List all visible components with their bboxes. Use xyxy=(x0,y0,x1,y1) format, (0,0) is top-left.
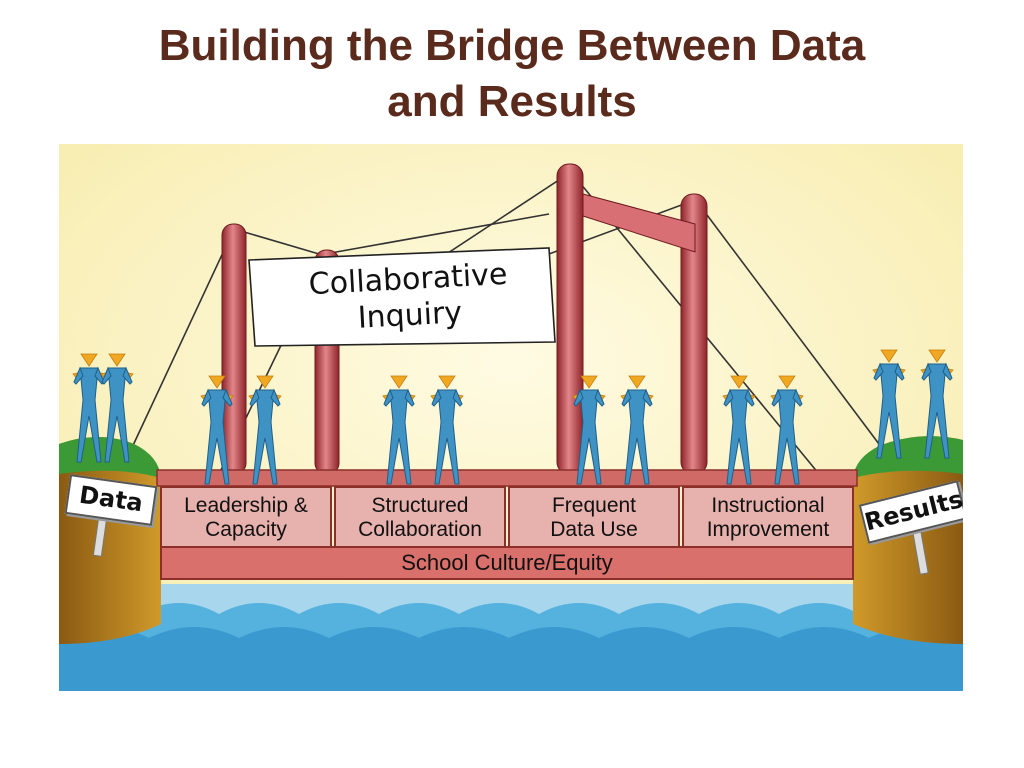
title-line-2: and Results xyxy=(387,77,637,126)
tower-1 xyxy=(221,223,247,475)
pillar-label: Capacity xyxy=(205,518,287,541)
pillar-row: Leadership & Capacity Structured Collabo… xyxy=(160,486,854,550)
pillar-label: Data Use xyxy=(550,518,638,541)
pillar-label: Structured xyxy=(371,494,469,517)
pillar-label: Improvement xyxy=(706,518,830,541)
banner-label: Collaborative Inquiry xyxy=(282,256,535,341)
tower-crossbeam xyxy=(582,193,696,253)
foundation-school-culture: School Culture/Equity xyxy=(160,546,854,580)
pillar-label: Frequent xyxy=(551,494,637,517)
pillar-label: Collaboration xyxy=(358,518,482,541)
pillar-instructional-improvement: Instructional Improvement xyxy=(682,486,854,550)
pillar-label: Leadership & xyxy=(184,494,308,517)
pillar-label: Instructional xyxy=(711,494,825,517)
tower-3 xyxy=(556,163,584,475)
pillar-frequent-data-use: Frequent Data Use xyxy=(508,486,680,550)
slide-title: Building the Bridge Between Data and Res… xyxy=(0,18,1024,130)
water-wave-front xyxy=(59,625,963,691)
pillar-structured-collaboration: Structured Collaboration xyxy=(334,486,506,550)
banner-cloth xyxy=(248,247,556,347)
bridge-scene xyxy=(59,144,963,691)
title-line-1: Building the Bridge Between Data xyxy=(158,21,866,70)
bridge-deck xyxy=(156,469,858,487)
bridge-illustration: Collaborative Inquiry Leadership & Capac… xyxy=(59,144,963,691)
pillar-leadership: Leadership & Capacity xyxy=(160,486,332,550)
